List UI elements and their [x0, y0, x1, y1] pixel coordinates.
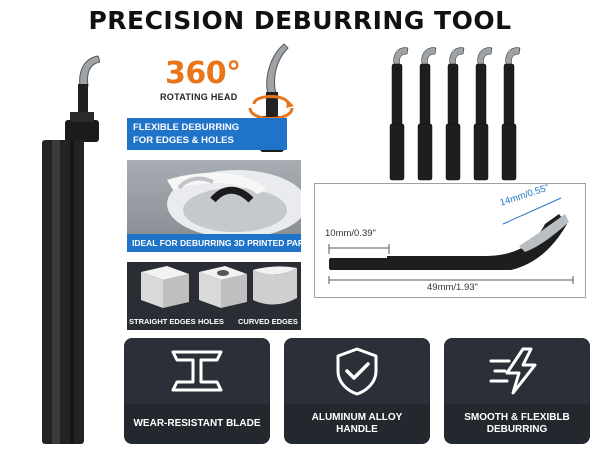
replacement-blades-image: [389, 47, 521, 181]
edge-label-curved: CURVED EDGES: [238, 317, 298, 326]
i-beam-icon: [171, 350, 223, 392]
3d-print-photo: [127, 160, 301, 234]
feature-card-blade: WEAR-RESISTANT BLADE: [124, 338, 270, 444]
flexible-label-line2: FOR EDGES & HOLES: [133, 135, 234, 146]
deburring-tool-image: [42, 55, 100, 444]
rotation-degrees: 360°: [165, 56, 241, 91]
flexible-label-line1: FLEXIBLE DEBURRING: [133, 122, 240, 133]
dimension-shank: 10mm/0.39": [325, 228, 376, 239]
feature-card-smooth: SMOOTH & FLEXIBLB DEBURRING: [444, 338, 590, 444]
rotating-head-label: ROTATING HEAD: [160, 92, 238, 102]
edge-label-holes: HOLES: [198, 317, 224, 326]
feature-card-handle: ALUMINUM ALLOY HANDLE: [284, 338, 430, 444]
shield-check-icon: [336, 347, 378, 396]
dimension-diagram: 10mm/0.39" 14mm/0.55" 49mm/1.93": [314, 182, 586, 298]
flexible-deburring-label: FLEXIBLE DEBURRING FOR EDGES & HOLES: [127, 118, 287, 150]
edge-label-straight: STRAIGHT EDGES: [129, 317, 196, 326]
page-title: PRECISION DEBURRING TOOL: [88, 6, 512, 35]
lightning-speed-icon: [489, 347, 537, 395]
feature-label-handle: ALUMINUM ALLOY HANDLE: [284, 404, 430, 444]
feature-label-blade: WEAR-RESISTANT BLADE: [124, 404, 270, 444]
dimension-total: 49mm/1.93": [427, 282, 478, 293]
feature-label-smooth: SMOOTH & FLEXIBLB DEBURRING: [444, 404, 590, 444]
ideal-for-label: IDEAL FOR DEBURRING 3D PRINTED PARTS: [127, 234, 315, 252]
edge-types-panel: [127, 262, 301, 330]
